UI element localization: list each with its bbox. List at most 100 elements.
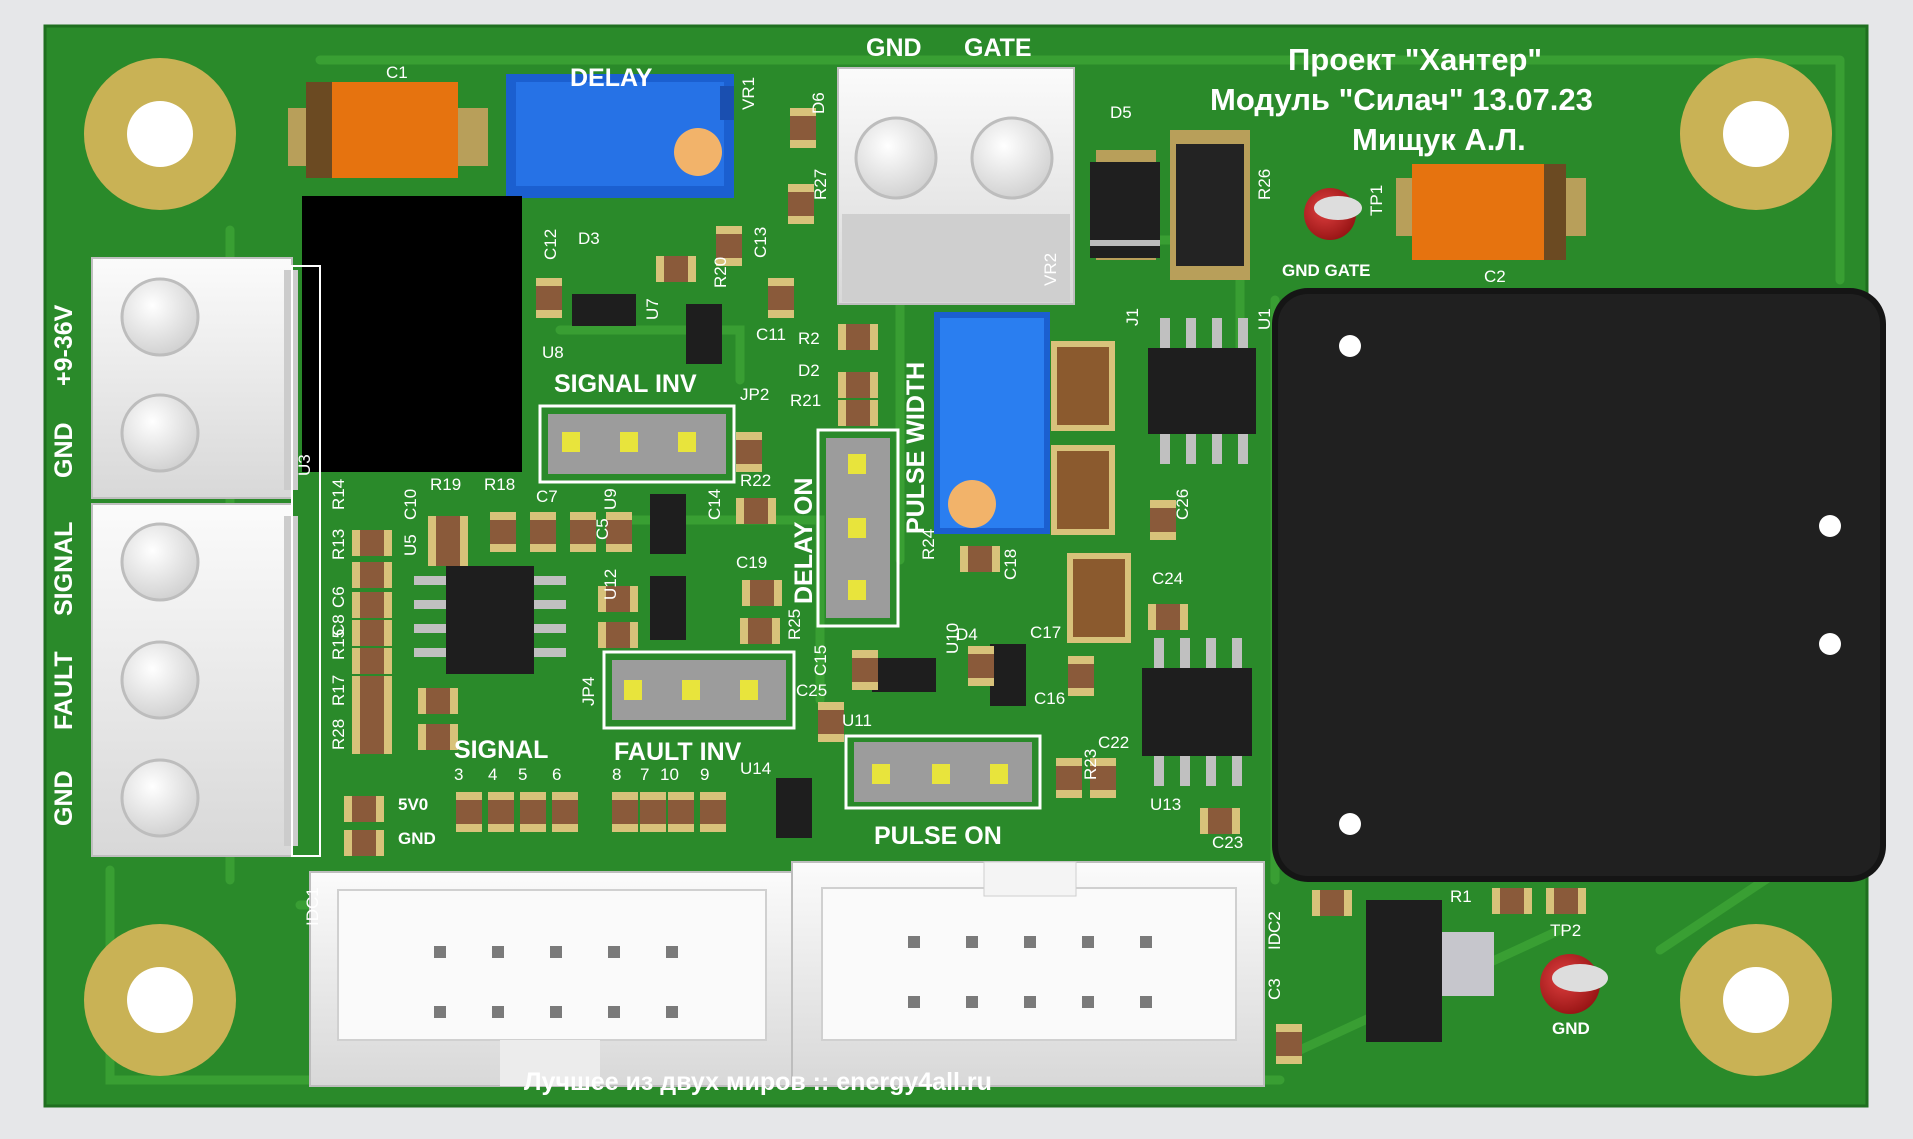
refdes-tp2: TP2 [1550, 921, 1582, 940]
refdes-r28: R28 [329, 718, 348, 750]
refdes-c6: C6 [329, 586, 348, 608]
smd-part [740, 618, 780, 644]
power-module-u3 [302, 196, 522, 472]
ic-u1 [1148, 348, 1256, 434]
idc-pin [608, 1006, 620, 1018]
smd-part [428, 516, 468, 542]
testpoint-tp2[interactable] [1540, 954, 1608, 1014]
refdes-r26: R26 [1255, 168, 1274, 200]
refdes-r18: R18 [484, 475, 516, 494]
jumper-pulse-on[interactable] [844, 734, 1042, 810]
label-tp2-gnd: GND [1552, 1019, 1590, 1038]
refdes-r23: R23 [1081, 748, 1100, 780]
refdes-c26: C26 [1173, 488, 1192, 520]
refdes-u9: U9 [601, 488, 620, 510]
smd-part [418, 724, 458, 750]
trimmer-vr2-pulse-width[interactable] [934, 312, 1050, 534]
jumper-jp4-fault-inv[interactable] [602, 650, 796, 730]
refdes-r24: R24 [919, 528, 938, 560]
smd-part [352, 676, 392, 702]
refdes-d6: D6 [809, 92, 828, 114]
smd-components [344, 108, 1586, 1064]
label-gnd-small: GND [398, 829, 436, 848]
label-gnd-gate-tp: GND GATE [1282, 261, 1371, 280]
idc-pin [666, 1006, 678, 1018]
refdes-u5: U5 [401, 534, 420, 556]
smd-part [640, 792, 666, 832]
smd-part [490, 512, 516, 552]
idc-connector-2[interactable] [791, 861, 1265, 1087]
inductor [1051, 445, 1115, 535]
idc-pin [550, 1006, 562, 1018]
smd-part [536, 278, 562, 318]
refdes-jp4: JP4 [579, 676, 598, 706]
smd-part [352, 592, 392, 618]
refdes-c10: C10 [401, 488, 420, 520]
smd-part [1068, 656, 1094, 696]
ic-u11 [872, 658, 936, 692]
smd-part [352, 530, 392, 556]
smd-part [530, 512, 556, 552]
idc-pin [666, 946, 678, 958]
transformer-block [1272, 288, 1886, 882]
ic-u8 [572, 294, 636, 326]
idc-connector-1[interactable] [309, 871, 793, 1087]
idc-pin [608, 946, 620, 958]
refdes-c7: C7 [536, 487, 558, 506]
mounting-hole-tl [84, 58, 236, 210]
refdes-c16: C16 [1034, 689, 1066, 708]
testpoint-tp1[interactable] [1304, 188, 1362, 240]
label-pin-5: 5 [518, 765, 528, 784]
idc-pin [434, 1006, 446, 1018]
refdes-u11: U11 [842, 711, 872, 730]
smd-part [352, 702, 392, 728]
smd-part [552, 792, 578, 832]
smd-part [788, 184, 814, 224]
smd-part [520, 792, 546, 832]
refdes-d2: D2 [798, 361, 820, 380]
refdes-d3: D3 [578, 229, 600, 248]
trimmer-vr1-delay[interactable] [506, 74, 734, 198]
refdes-c24: C24 [1152, 569, 1184, 588]
refdes-j1: J1 [1123, 308, 1142, 326]
refdes-u7: U7 [643, 298, 662, 320]
smd-part [612, 792, 638, 832]
refdes-r2: R2 [798, 329, 820, 348]
refdes-u8: U8 [542, 343, 564, 362]
smd-part [838, 372, 878, 398]
refdes-r25: R25 [785, 608, 804, 640]
smd-part [352, 562, 392, 588]
label-delay-on: DELAY ON [790, 477, 818, 604]
label-gnd-gate-gate: GATE [964, 34, 1032, 62]
label-io-signal: SIGNAL [50, 521, 78, 616]
inductor [1051, 341, 1115, 431]
refdes-r14: R14 [329, 478, 348, 510]
smd-part [1276, 1024, 1302, 1064]
refdes-d5: D5 [1110, 103, 1132, 122]
smd-part [736, 432, 762, 472]
refdes-c23: C23 [1212, 833, 1244, 852]
jumper-jp2-signal-inv[interactable] [538, 404, 736, 484]
capacitor-c2 [1396, 164, 1586, 260]
smd-part [1090, 758, 1116, 798]
idc-pin [492, 946, 504, 958]
refdes-c3: C3 [1265, 978, 1284, 1000]
refdes-d4: D4 [956, 625, 978, 644]
label-io-fault: FAULT [50, 651, 78, 730]
smd-part [1546, 888, 1586, 914]
terminal-block-io[interactable] [91, 503, 298, 857]
jumper-delay-on[interactable] [816, 428, 900, 628]
ic-u12 [650, 576, 686, 640]
refdes-vr1: VR1 [739, 76, 758, 110]
terminal-block-gate[interactable] [837, 67, 1075, 305]
refdes-u14: U14 [740, 759, 772, 778]
idc-pin [966, 936, 978, 948]
label-pin-7: 7 [640, 765, 650, 784]
terminal-block-power[interactable] [91, 257, 298, 499]
title-line-3: Мищук А.Л. [1352, 122, 1526, 157]
regulator-u2 [1366, 900, 1442, 1042]
diode-d5 [1090, 150, 1160, 260]
ic-u5 [446, 566, 534, 674]
smd-part [852, 650, 878, 690]
